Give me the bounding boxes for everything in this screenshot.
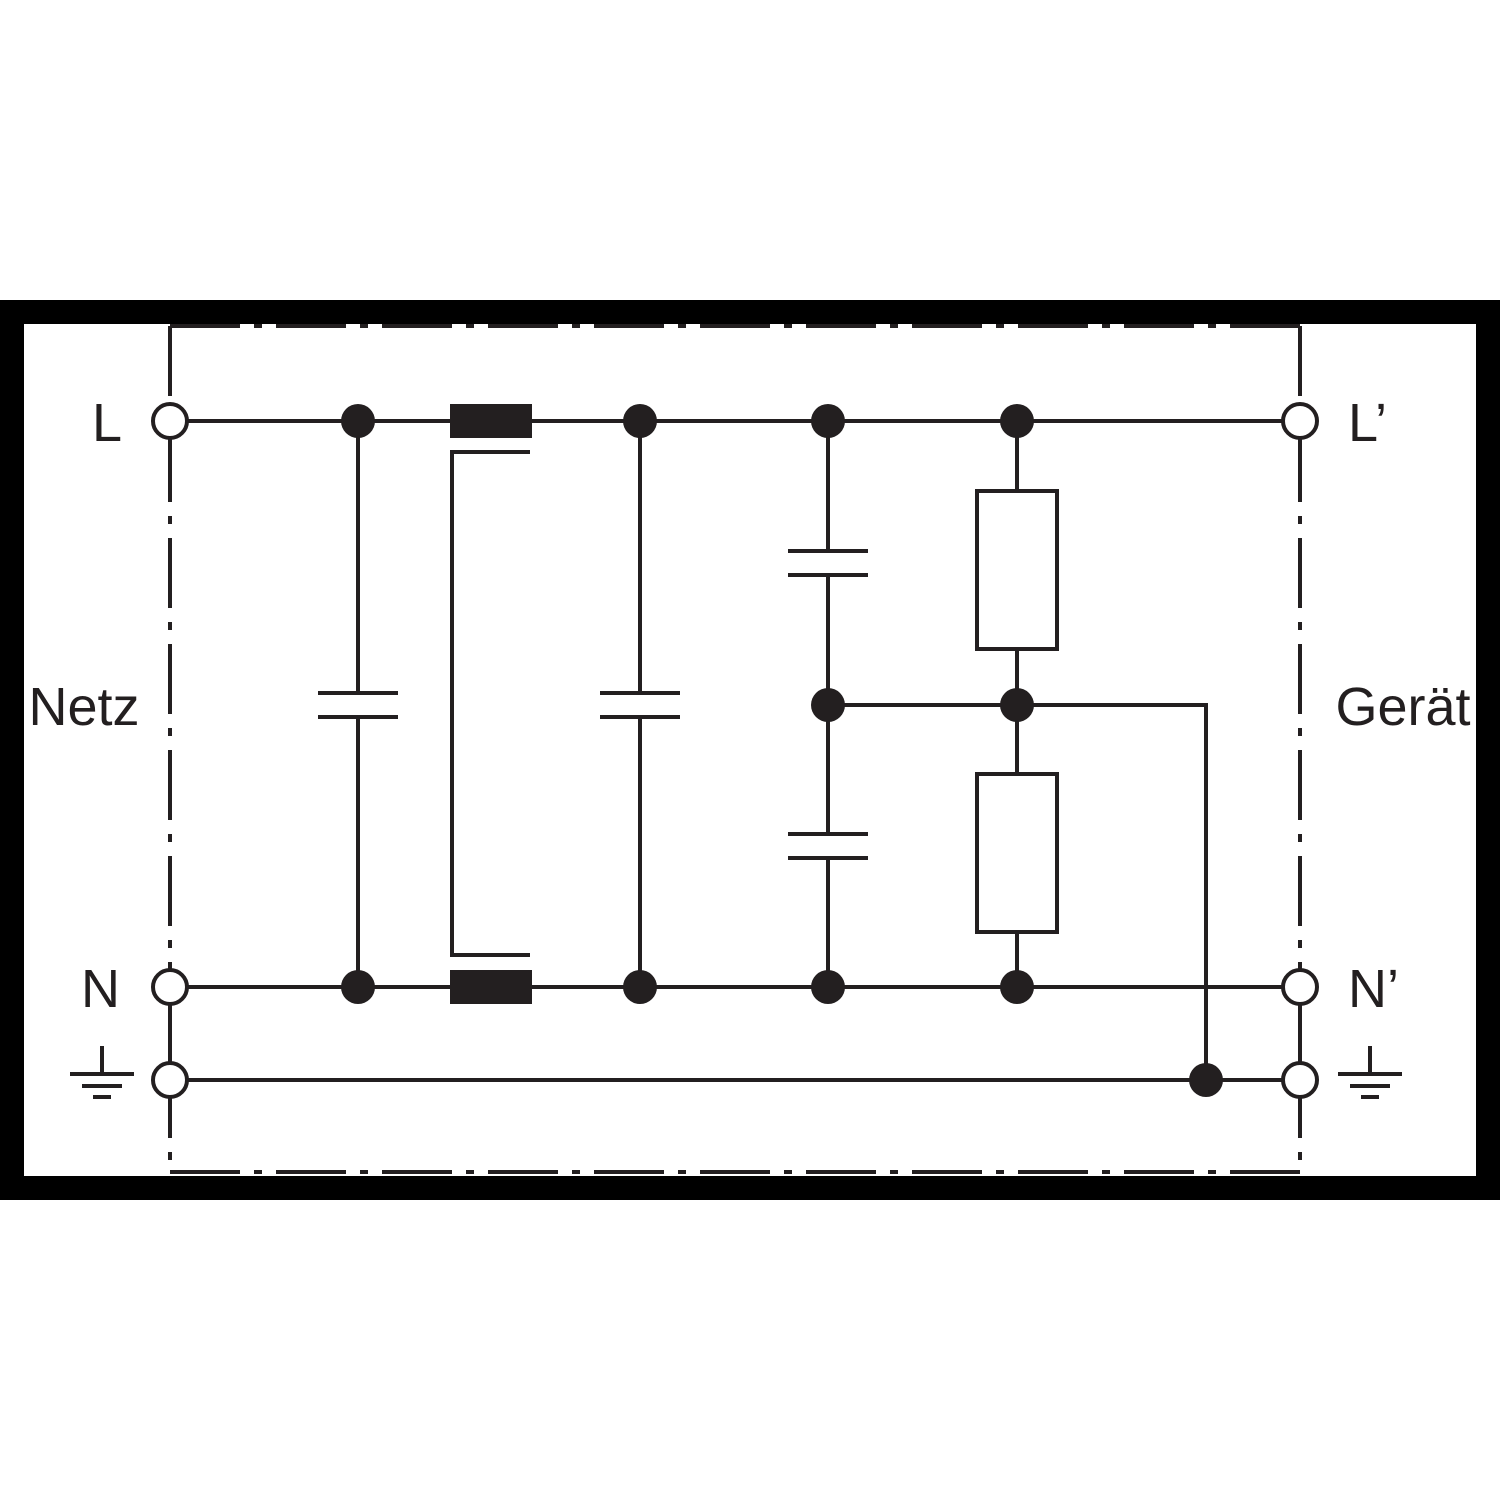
junction-dot [1000,970,1034,1004]
junction-dot [811,688,845,722]
label-netz: Netz [28,677,139,737]
label-l-input: L [92,393,122,453]
x-capacitor-1 [318,421,398,987]
y-capacitor-lower [788,705,868,987]
junction-dot [1000,404,1034,438]
terminal-n-input [151,968,189,1006]
terminal-l-input [151,402,189,440]
terminal-pe-input [151,1061,189,1099]
terminal-pe-output [1281,1061,1319,1099]
midpoint-earth-link [828,703,1208,1080]
label-geraet: Gerät [1335,677,1470,737]
junction-dot [811,404,845,438]
outer-frame [0,300,1500,1200]
label-n-output: N’ [1348,959,1399,1019]
junction-dot [623,404,657,438]
junction-dot [1189,1063,1223,1097]
terminal-l-output [1281,402,1319,440]
label-n-input: N [81,959,120,1019]
choke-winding-neutral [450,970,532,1004]
choke-core [450,450,530,957]
choke-winding-line [450,404,532,438]
junction-dot [1000,688,1034,722]
junction-dot [623,970,657,1004]
label-l-output: L’ [1348,393,1387,453]
junction-dots [341,404,1223,1097]
y-capacitor-upper [788,421,868,705]
junction-dot [341,970,375,1004]
junction-dot [811,970,845,1004]
junction-dot [341,404,375,438]
terminal-n-output [1281,968,1319,1006]
ground-icon [70,1046,134,1099]
ground-icon [1338,1046,1402,1099]
x-capacitor-2 [600,421,680,987]
